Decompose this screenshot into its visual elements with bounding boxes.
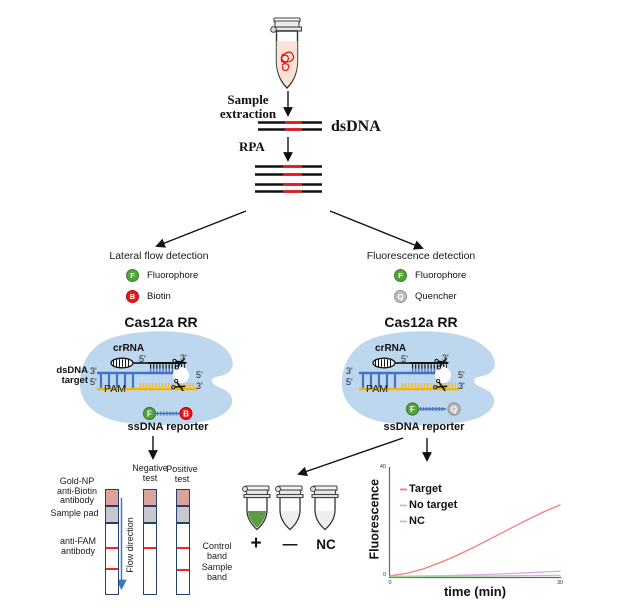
sample-tube — [270, 17, 303, 89]
ytick-max: 40 — [379, 464, 386, 470]
sample-dna-squiggle — [280, 51, 295, 72]
chart-legend-target: Target — [409, 483, 442, 495]
prime-5-crrna-left: 5' — [139, 354, 146, 364]
gold-np-pad — [177, 490, 189, 507]
tube-positive — [241, 485, 271, 531]
legend-biotin: B Biotin — [126, 289, 171, 303]
sample-band-line — [177, 569, 189, 571]
cas12a-title-right: Cas12a RR — [384, 314, 458, 330]
dsdna-label: dsDNA — [331, 118, 381, 135]
fluorophore-icon: F — [394, 268, 407, 282]
prime-5-target-left: 5' — [90, 377, 97, 387]
prime-3-crrna-left: 3' — [180, 353, 187, 363]
dsdna-target-label: dsDNA target — [56, 365, 88, 386]
chart-series-target — [389, 504, 561, 577]
legend-fluorophore-right: F Fluorophore — [394, 268, 466, 282]
sample-pad — [177, 507, 189, 524]
gold-np-pad — [144, 490, 156, 507]
chart-legend-nc: NC — [409, 515, 425, 527]
negative-result-label: — — [282, 536, 298, 553]
chart-series-lines — [389, 504, 561, 578]
sample-band-line — [106, 568, 118, 570]
chart-axes — [388, 467, 561, 579]
chart-xlabel: time (min) — [443, 584, 507, 599]
lateral-flow-title: Lateral flow detection — [109, 250, 209, 262]
prime-3-target-right: 3' — [346, 366, 353, 376]
reporter-right: F Q — [405, 402, 461, 416]
xtick-min: 0 — [388, 580, 392, 586]
tube-negative — [274, 485, 304, 531]
prime-5-cut-right: 5' — [458, 370, 465, 380]
chart-legend-no-target: No target — [409, 499, 458, 511]
cas12a-blob-left — [79, 331, 233, 425]
chart-series-nc — [389, 574, 561, 578]
amplified-dsdna-graphic — [255, 165, 322, 193]
biotin-icon: B — [126, 289, 139, 303]
anti-fam-label: anti-FAM antibody — [59, 536, 96, 556]
control-band-label: Control band — [202, 541, 232, 561]
reporter-label-right: ssDNA reporter — [383, 421, 465, 433]
xtick-max: 30 — [556, 580, 564, 586]
flow-direction-label: Flow direction — [125, 517, 135, 573]
control-band-line — [144, 547, 156, 549]
strip-schematic — [105, 489, 119, 595]
prime-3-target-left: 3' — [90, 366, 97, 376]
rpa-label: RPA — [239, 139, 265, 154]
prime-3-crrna-right: 3' — [442, 353, 449, 363]
sample-pad-label: Sample pad — [50, 508, 99, 518]
crrna-label-right: crRNA — [375, 343, 407, 354]
prime-3-cut-right: 3' — [458, 381, 465, 391]
sample-band-label: Sample band — [201, 562, 233, 582]
fluorescence-title: Fluorescence detection — [366, 250, 476, 262]
control-band-line — [177, 547, 189, 549]
cas12a-title-left: Cas12a RR — [124, 314, 198, 330]
dsdna-graphic — [258, 121, 322, 131]
negative-test-label: Negative test — [132, 463, 168, 483]
sample-pad — [144, 507, 156, 524]
nc-result-label: NC — [316, 537, 336, 552]
prime-5-target-right: 5' — [346, 377, 353, 387]
reporter-left-f: F — [147, 409, 152, 418]
reporter-left: F B — [142, 406, 193, 421]
chart-ylabel: Fluorescence — [367, 478, 382, 560]
prime-3-cut-left: 3' — [196, 381, 203, 391]
tube-nc — [309, 485, 339, 531]
reporter-right-f: F — [410, 405, 415, 414]
pam-label-left: PAM — [104, 383, 126, 395]
positive-result-label: + — [250, 533, 262, 554]
control-band-line — [106, 547, 118, 549]
fluorophore-icon: F — [126, 268, 139, 282]
reporter-left-b: B — [183, 409, 189, 418]
reporter-label-left: ssDNA reporter — [127, 421, 209, 433]
sample-pad — [106, 507, 118, 524]
reporter-right-q: Q — [451, 405, 457, 414]
legend-fluorophore-left: F Fluorophore — [126, 268, 198, 282]
ytick-min: 0 — [382, 572, 386, 578]
strip-negative — [143, 489, 157, 595]
prime-5-cut-left: 5' — [196, 370, 203, 380]
crrna-label-left: crRNA — [113, 343, 145, 354]
strip-positive — [176, 489, 190, 595]
workflow-arrows — [148, 91, 432, 477]
gold-np-label: Gold-NP anti-Biotin antibody — [56, 476, 98, 505]
positive-test-label: Positive test — [166, 464, 198, 484]
quencher-icon: Q — [394, 289, 407, 303]
sample-extraction-label: Sample extraction — [219, 92, 277, 121]
pam-label-right: PAM — [366, 383, 388, 395]
gold-np-pad — [106, 490, 118, 507]
prime-5-crrna-right: 5' — [401, 354, 408, 364]
legend-quencher: Q Quencher — [394, 289, 457, 303]
